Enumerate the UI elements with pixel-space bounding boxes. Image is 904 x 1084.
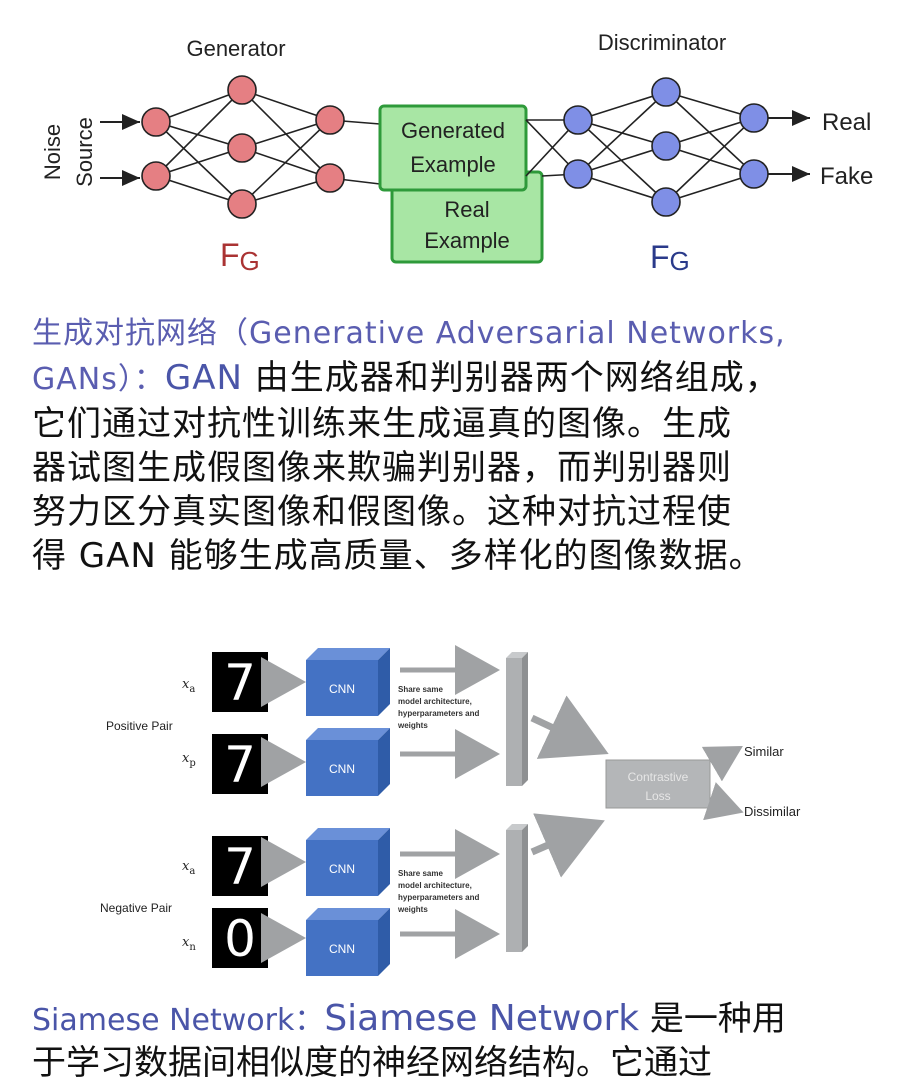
gan-description: 生成对抗网络（Generative Adversarial Networks, … <box>32 312 842 578</box>
gan-heading-line1: 生成对抗网络（Generative Adversarial Networks, <box>32 316 786 351</box>
siamese-first-row: Siamese Network：Siamese Network 是一种用 <box>32 998 872 1042</box>
cnn-block: CNN <box>306 908 390 976</box>
noise-label: Noise <box>40 124 65 180</box>
input-arrows <box>261 657 306 963</box>
discriminator-node <box>739 103 769 133</box>
generator-edges <box>155 89 381 205</box>
generated-box-line2: Example <box>410 152 496 177</box>
siamese-diagram: xa Positive Pair xp xa Negative Pair xn … <box>100 645 801 976</box>
svg-text:7: 7 <box>224 736 256 794</box>
svg-text:CNN: CNN <box>329 942 355 956</box>
svg-text:CNN: CNN <box>329 682 355 696</box>
siamese-heading: Siamese Network： <box>32 1003 325 1038</box>
discriminator-node <box>651 131 681 161</box>
embedding-bar <box>506 824 528 952</box>
contrastive-loss-box: Contrastive Loss <box>605 759 711 809</box>
gan-diagram: Generator Discriminator Noise Source Rea… <box>40 30 873 276</box>
generator-nodes <box>141 75 345 219</box>
fg-label: FG <box>220 237 260 276</box>
siamese-body-line: 于学习数据间相似度的神经网络结构。它通过 <box>32 1043 712 1083</box>
xa-label-neg: xa <box>182 859 195 877</box>
digit-image: 7 <box>212 836 268 896</box>
xa-label: xa <box>182 677 195 695</box>
share-note-negative: Share same model architecture, hyperpara… <box>397 869 479 914</box>
svg-text:7: 7 <box>224 654 256 712</box>
discriminator-node <box>651 187 681 217</box>
siamese-description: Siamese Network：Siamese Network 是一种用 于学习… <box>32 998 872 1084</box>
siamese-body-first: 是一种用 <box>639 999 786 1039</box>
cnn-block: CNN <box>306 728 390 796</box>
svg-text:Share same: Share same <box>398 869 443 878</box>
discriminator-node <box>563 105 593 135</box>
gan-term: GAN <box>164 358 243 398</box>
similar-label: Similar <box>744 744 784 759</box>
generator-node <box>227 133 257 163</box>
embedding-bar <box>506 652 528 786</box>
fd-label: FG <box>650 239 690 276</box>
gan-body-first: 由生成器和判别器两个网络组成， <box>242 358 780 398</box>
generator-node <box>141 161 171 191</box>
svg-text:Loss: Loss <box>645 789 670 803</box>
xp-label: xp <box>182 751 196 769</box>
loss-arrows <box>530 695 609 878</box>
generator-node <box>141 107 171 137</box>
source-label: Source <box>72 117 97 187</box>
svg-text:Contrastive: Contrastive <box>628 770 689 784</box>
svg-text:model architecture,: model architecture, <box>398 697 472 706</box>
generated-box-line1: Generated <box>401 118 505 143</box>
svg-text:CNN: CNN <box>329 862 355 876</box>
svg-text:CNN: CNN <box>329 762 355 776</box>
gan-heading-line2: GANs）： <box>32 362 165 397</box>
svg-text:7: 7 <box>224 838 256 896</box>
discriminator-edges <box>577 91 755 203</box>
output-real: Real <box>822 109 871 136</box>
digit-image: 7 <box>212 734 268 794</box>
real-box-line1: Real <box>444 197 489 222</box>
gan-heading-line2-row: GANs）：GAN 由生成器和判别器两个网络组成， <box>32 356 842 402</box>
digit-image: 7 <box>212 652 268 712</box>
discriminator-node <box>563 159 593 189</box>
generated-example-box <box>378 104 528 192</box>
svg-text:weights: weights <box>397 721 428 730</box>
siamese-term: Siamese Network <box>324 998 640 1039</box>
generator-node <box>315 105 345 135</box>
positive-pair-label: Positive Pair <box>106 719 173 733</box>
dissimilar-label: Dissimilar <box>744 804 801 819</box>
real-box-line2: Example <box>424 228 510 253</box>
gan-body-line: 努力区分真实图像和假图像。这种对抗过程使 <box>32 492 732 532</box>
svg-text:0: 0 <box>224 910 256 968</box>
generator-node <box>315 163 345 193</box>
svg-text:weights: weights <box>397 905 428 914</box>
svg-text:hyperparameters and: hyperparameters and <box>398 893 479 902</box>
gan-body-line: 它们通过对抗性训练来生成逼真的图像。生成 <box>32 404 732 444</box>
generator-title: Generator <box>186 36 285 61</box>
cnn-block: CNN <box>306 828 390 896</box>
discriminator-node <box>651 77 681 107</box>
gan-body-line: 得 GAN 能够生成高质量、多样化的图像数据。 <box>32 536 764 576</box>
discriminator-title: Discriminator <box>598 30 726 55</box>
gan-body-line: 器试图生成假图像来欺骗判别器，而判别器则 <box>32 448 732 488</box>
discriminator-nodes <box>563 77 769 217</box>
svg-text:model architecture,: model architecture, <box>398 881 472 890</box>
share-note-positive: Share same model architecture, hyperpara… <box>397 685 479 730</box>
output-arrows <box>701 745 744 821</box>
cnn-block: CNN <box>306 648 390 716</box>
svg-text:Share same: Share same <box>398 685 443 694</box>
xn-label: xn <box>182 935 196 953</box>
output-fake: Fake <box>820 163 873 190</box>
svg-text:hyperparameters and: hyperparameters and <box>398 709 479 718</box>
digit-image: 0 <box>212 908 268 968</box>
generator-node <box>227 75 257 105</box>
generator-node <box>227 189 257 219</box>
discriminator-node <box>739 159 769 189</box>
embedding-arrows <box>400 645 500 959</box>
negative-pair-label: Negative Pair <box>100 901 172 915</box>
